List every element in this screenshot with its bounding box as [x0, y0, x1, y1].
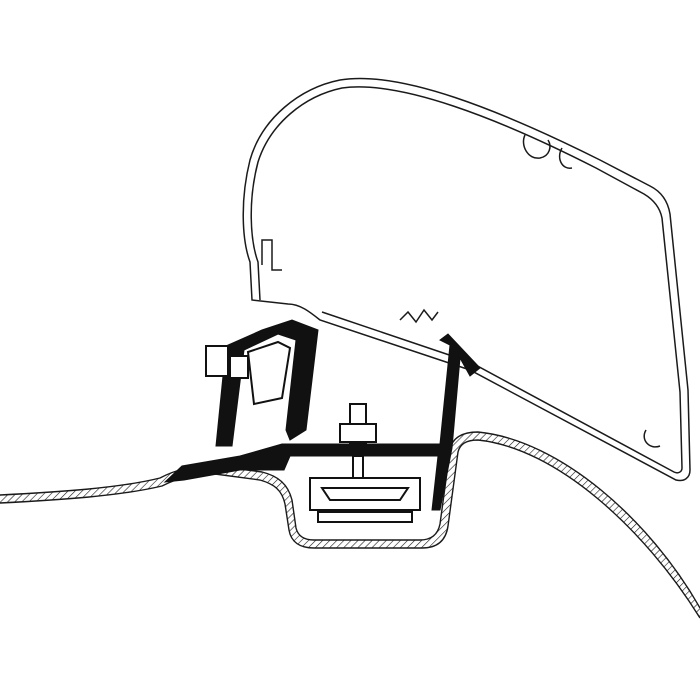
roof-hatching [0, 432, 700, 618]
mounting-bracket [163, 319, 481, 523]
vehicle-roof [0, 431, 700, 619]
awning-cassette [242, 77, 691, 482]
